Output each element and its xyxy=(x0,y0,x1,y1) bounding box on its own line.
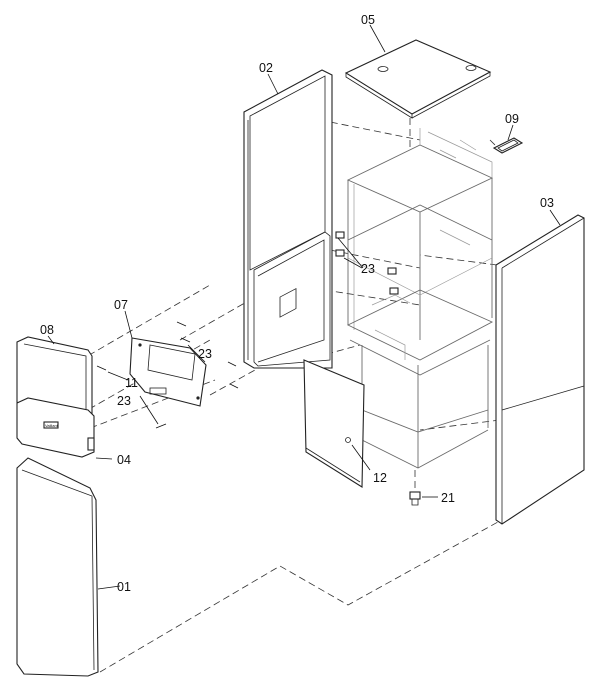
lower-access-panel xyxy=(303,359,365,488)
brand-mark: Vaillant xyxy=(45,423,59,428)
label-part-09: 09 xyxy=(505,112,519,126)
label-part-03: 03 xyxy=(540,196,554,210)
label-part-07: 07 xyxy=(114,298,128,312)
grommet xyxy=(492,137,524,154)
label-part-08: 08 xyxy=(40,323,54,337)
label-part-23-a: 23 xyxy=(361,262,375,276)
main-frame xyxy=(346,128,494,469)
label-part-11: 11 xyxy=(125,376,138,390)
bracket-screws xyxy=(96,321,239,429)
top-cover-plate xyxy=(344,39,492,119)
label-part-21: 21 xyxy=(441,491,455,505)
right-side-panel xyxy=(495,214,585,525)
label-part-23-b: 23 xyxy=(198,347,212,361)
label-part-04: 04 xyxy=(117,453,131,467)
foot xyxy=(409,491,421,506)
part-labels: 05 02 09 03 07 08 23 23 11 23 04 12 21 0… xyxy=(40,13,554,594)
label-part-12: 12 xyxy=(373,471,387,485)
frame-screws xyxy=(335,231,399,295)
leader-lines xyxy=(47,24,561,590)
front-door-panel xyxy=(16,457,99,677)
label-part-01: 01 xyxy=(117,580,131,594)
label-part-23-c: 23 xyxy=(117,394,131,408)
label-part-05: 05 xyxy=(361,13,375,27)
label-part-02: 02 xyxy=(259,61,273,75)
control-fascia: Vaillant xyxy=(16,397,95,458)
control-panel-bracket xyxy=(129,337,207,407)
rear-panel xyxy=(243,69,333,369)
